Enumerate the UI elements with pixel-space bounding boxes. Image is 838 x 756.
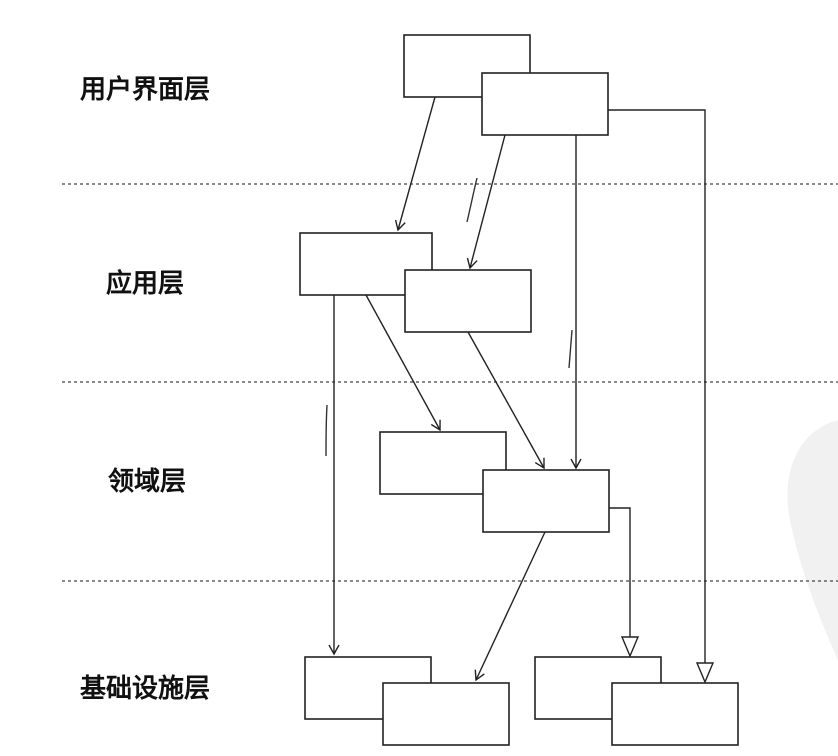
infrastructure-box-2-front bbox=[611, 682, 739, 746]
application-box-front bbox=[404, 269, 532, 333]
arrow-ui-to-application-back bbox=[394, 96, 436, 232]
hollow-arrowhead-domain bbox=[620, 636, 640, 658]
arrow-application-to-domain-back bbox=[365, 294, 441, 432]
watermark-shape bbox=[787, 420, 838, 660]
connector-domain-to-infrastructure-2 bbox=[609, 507, 631, 637]
connector-ui-to-infrastructure-2 bbox=[608, 109, 706, 663]
layer-label-application: 应用层 bbox=[106, 268, 184, 299]
arrow-application-to-domain-front bbox=[467, 331, 545, 470]
tick-mark-ui-application bbox=[466, 177, 478, 223]
arrow-domain-to-infrastructure bbox=[474, 531, 546, 682]
layer-label-domain: 领域层 bbox=[108, 466, 186, 497]
tick-mark-application-infrastructure bbox=[325, 404, 328, 457]
ui-box-front bbox=[481, 72, 609, 136]
layer-label-infrastructure: 基础设施层 bbox=[80, 673, 210, 704]
arrow-ui-to-application-front bbox=[466, 134, 506, 270]
tick-mark-ui-domain bbox=[568, 329, 573, 369]
infrastructure-box-1-front bbox=[382, 682, 510, 746]
hollow-arrowhead-ui bbox=[695, 662, 715, 684]
domain-box-front bbox=[482, 469, 610, 533]
layer-label-ui: 用户界面层 bbox=[80, 74, 210, 105]
